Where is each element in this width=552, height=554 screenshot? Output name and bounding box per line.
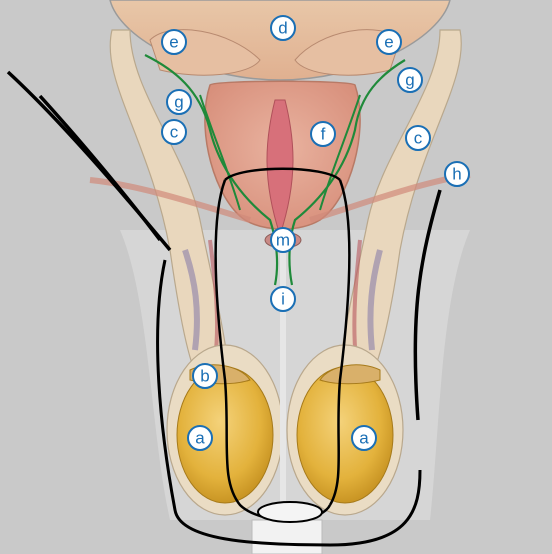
glans-outline <box>258 502 322 522</box>
label-a-left-text: a <box>195 429 205 448</box>
label-a-right: a <box>352 426 376 450</box>
testis-right <box>297 367 393 503</box>
thigh-region <box>120 230 470 520</box>
label-a-right-text: a <box>359 429 369 448</box>
label-m: m <box>271 228 295 252</box>
label-f-text: f <box>321 125 326 144</box>
label-c-left: c <box>162 120 186 144</box>
label-e-right-text: e <box>384 33 393 52</box>
label-c-right-text: c <box>414 129 423 148</box>
label-i-text: i <box>281 290 285 309</box>
label-g-right-text: g <box>405 71 414 90</box>
label-f: f <box>311 122 335 146</box>
label-g-left: g <box>167 90 191 114</box>
label-b-text: b <box>200 367 209 386</box>
label-h-text: h <box>452 165 461 184</box>
label-e-left-text: e <box>169 33 178 52</box>
label-c-right: c <box>406 126 430 150</box>
label-g-right: g <box>398 68 422 92</box>
label-i: i <box>271 287 295 311</box>
label-d: d <box>271 16 295 40</box>
label-d-text: d <box>278 19 287 38</box>
penis-shaft <box>252 520 322 554</box>
label-c-left-text: c <box>170 123 179 142</box>
label-e-left: e <box>162 30 186 54</box>
label-e-right: e <box>377 30 401 54</box>
label-b: b <box>193 364 217 388</box>
label-a-left: a <box>188 426 212 450</box>
label-h: h <box>445 162 469 186</box>
label-m-text: m <box>276 231 290 250</box>
label-g-left-text: g <box>174 93 183 112</box>
